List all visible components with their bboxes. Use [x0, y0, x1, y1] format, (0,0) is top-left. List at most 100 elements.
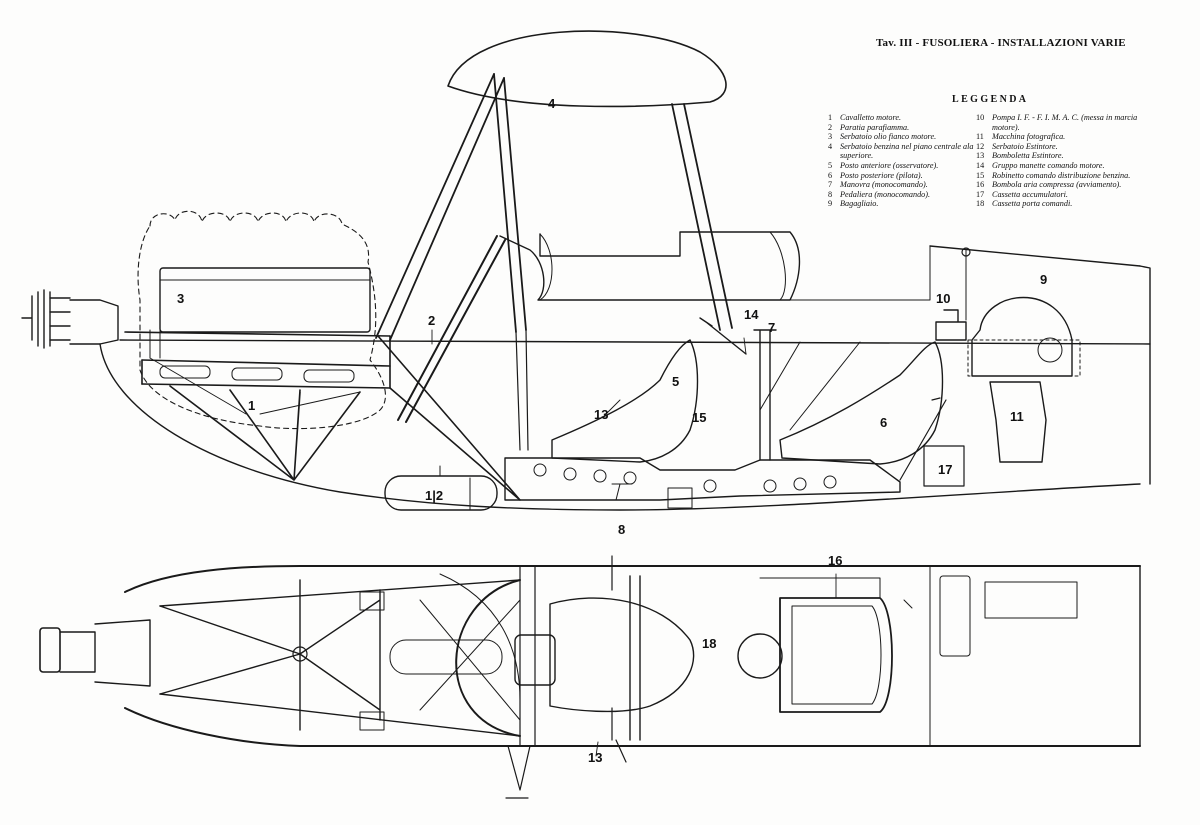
legend-heading: LEGGENDA	[952, 94, 1029, 105]
control-cassette-plan	[737, 633, 783, 679]
legend-number: 16	[976, 180, 985, 190]
legend-column-left: 1 Cavalletto motore. 2 Paratia parafiamma.…	[828, 113, 978, 209]
baggage-compartment	[971, 296, 1073, 377]
callout-15: 15	[692, 410, 706, 425]
legend-number: 13	[976, 151, 985, 161]
fuselage-bottom-longeron	[124, 707, 1141, 747]
extinguisher-tank	[384, 475, 498, 511]
legend-item: 6 Posto posteriore (pilota).	[828, 171, 978, 181]
throttle-levers	[699, 317, 747, 355]
legend-item: 5 Posto anteriore (osservatore).	[828, 161, 978, 171]
callout-16: 16	[828, 553, 842, 568]
callout-10: 10	[936, 291, 950, 306]
front-seat	[551, 339, 699, 463]
legend-item: 1 Cavalletto motore.	[828, 113, 978, 123]
legend-text: Gruppo manette comando motore.	[992, 160, 1105, 170]
legend-item: 15 Robinetto comando distribuzione benzin…	[976, 171, 1156, 181]
legend-number: 1	[828, 113, 833, 122]
legend-item: 11 Macchina fotografica.	[976, 132, 1156, 142]
legend-text: Serbatoio olio fianco motore.	[840, 132, 937, 142]
callout-leaders	[149, 329, 837, 757]
legend-item: 9 Bagagliaio.	[828, 199, 978, 209]
legend-item: 17 Cassetta accumulatori.	[976, 190, 1156, 200]
legend-number: 4	[828, 141, 833, 151]
fuselage-top-longeron	[124, 565, 1141, 593]
plate-title: Tav. III - FUSOLIERA - INSTALLAZIONI VAR…	[876, 37, 1126, 49]
fuselage-outline	[99, 343, 1141, 511]
callout-7: 7	[768, 320, 775, 335]
legend-text: Robinetto comando distribuzione benzina.	[992, 170, 1131, 180]
battery-box	[923, 445, 965, 487]
callout-labels: 1 2 3 4 5 6 7 8 9 10 11 1|2 13 13 14 15 …	[177, 96, 1047, 765]
legend-text: Macchina fotografica.	[992, 132, 1066, 142]
legend-item: 14 Gruppo manette comando motore.	[976, 161, 1156, 171]
legend-number: 14	[976, 160, 985, 170]
legend-number: 12	[976, 141, 985, 151]
callout-2: 2	[428, 313, 435, 328]
legend-text: Paratia parafiamma.	[840, 122, 910, 132]
plan-engine-mount	[159, 579, 381, 731]
legend-number: 17	[976, 189, 985, 199]
callout-14: 14	[744, 307, 759, 322]
callout-8: 8	[618, 522, 625, 537]
legend-text: Cassetta porta comandi.	[992, 199, 1073, 209]
callout-5: 5	[672, 374, 679, 389]
legend-text: Posto posteriore (pilota).	[840, 170, 923, 180]
upper-wing-fuel-tank	[447, 30, 727, 108]
control-column	[753, 329, 777, 461]
callout-3: 3	[177, 291, 184, 306]
legend-number: 15	[976, 170, 985, 180]
legend-number: 9	[828, 199, 833, 209]
legend-number: 5	[828, 160, 833, 170]
front-seat-plan	[514, 634, 556, 686]
callout-1: 1	[248, 398, 255, 413]
callout-12: 1|2	[425, 488, 443, 503]
engine-outline	[137, 210, 386, 430]
legend-item: 10 Pompa I. F. - F. I. M. A. C. (messa in…	[976, 113, 1156, 132]
legend-column-right: 10 Pompa I. F. - F. I. M. A. C. (messa in…	[976, 113, 1156, 209]
legend-number: 10	[976, 113, 985, 122]
legend-number: 7	[828, 180, 833, 190]
cockpit-coaming	[499, 231, 801, 301]
legend-text: Bombola aria compressa (avviamento).	[992, 180, 1122, 190]
rear-seat	[779, 341, 944, 465]
firewall	[397, 235, 506, 423]
plan-view	[39, 555, 1141, 799]
legend-number: 18	[976, 199, 985, 209]
callout-13b: 13	[588, 750, 602, 765]
callout-18: 18	[702, 636, 716, 651]
seat-frame	[504, 457, 901, 501]
legend-number: 6	[828, 170, 833, 180]
air-bottle-plan	[779, 597, 893, 713]
engine-mount	[124, 329, 521, 501]
legend-item: 16 Bombola aria compressa (avviamento).	[976, 180, 1156, 190]
oil-tank	[159, 267, 371, 333]
legend-text: Pompa I. F. - F. I. M. A. C. (messa in m…	[992, 113, 1138, 132]
legend-number: 3	[828, 132, 833, 142]
aerial-camera	[989, 381, 1047, 463]
legend-text: Cassetta accumulatori.	[992, 189, 1068, 199]
legend-number: 2	[828, 122, 833, 132]
legend-text: Bagagliaio.	[840, 199, 879, 209]
inertia-starter-pump	[935, 309, 967, 341]
legend-text: Bomboletta Estintore.	[992, 151, 1064, 161]
legend-text: Cavalletto motore.	[840, 113, 902, 122]
legend-text: Pedaliera (monocomando).	[840, 189, 931, 199]
callout-9: 9	[1040, 272, 1047, 287]
legend-item: 18 Cassetta porta comandi.	[976, 199, 1156, 209]
callout-4: 4	[548, 96, 556, 111]
legend-item: 3 Serbatoio olio fianco motore.	[828, 132, 978, 142]
legend-text: Manovra (monocomando).	[840, 180, 928, 190]
legend-text: Serbatoio Estintore.	[992, 141, 1058, 151]
legend-item: 12 Serbatoio Estintore.	[976, 142, 1156, 152]
callout-13a: 13	[594, 407, 608, 422]
cabane-hoop	[455, 579, 521, 737]
side-view	[21, 30, 1151, 511]
legend-item: 13 Bomboletta Estintore.	[976, 151, 1156, 161]
legend-number: 11	[976, 132, 984, 142]
legend-text: Posto anteriore (osservatore).	[840, 160, 939, 170]
